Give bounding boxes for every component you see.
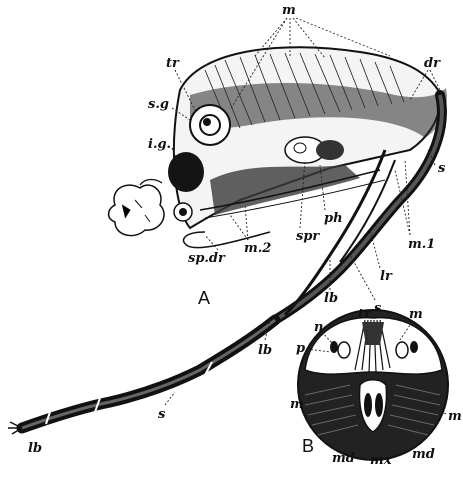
label-lr: lr: [380, 269, 393, 284]
label-b-tr: tr: [358, 307, 372, 322]
label-spdr: sp.dr: [188, 251, 226, 266]
label-b-n: n: [314, 320, 323, 335]
label-s-top: s: [438, 161, 446, 176]
label-lb-lower: lb: [258, 343, 272, 358]
label-dr: dr: [424, 56, 441, 71]
label-s-low: s: [158, 407, 166, 422]
label-b-md-right: md: [412, 447, 435, 462]
supra-ganglion: [190, 105, 230, 145]
label-b-m-left: m: [290, 397, 304, 412]
label-sg: s.g: [148, 97, 169, 112]
label-b-m-top: m: [409, 307, 423, 322]
labium-lower: [22, 320, 275, 428]
label-tr: tr: [166, 56, 180, 71]
infra-ganglion: [168, 152, 204, 192]
ventral-muscles: [210, 165, 360, 215]
label-ph: ph: [324, 211, 343, 226]
label-m1: m.1: [408, 237, 435, 252]
nerve-right: [396, 342, 408, 358]
label-b-m-right: m: [448, 409, 462, 424]
label-lb-tip: lb: [28, 441, 42, 456]
nerve-left: [330, 341, 338, 353]
figure-label-b: B: [302, 436, 314, 456]
nerve-right-b: [410, 341, 418, 353]
figure-label-a: A: [198, 288, 210, 308]
label-m-top: m: [282, 3, 296, 18]
label-b-mx: mx: [370, 453, 392, 468]
nerve-left-b: [338, 342, 350, 358]
label-m2: m.2: [244, 241, 271, 256]
pharynx: [285, 137, 344, 163]
label-b-md-left: md: [332, 451, 355, 466]
label-spr: spr: [296, 229, 320, 244]
label-lb-mid: lb: [324, 291, 338, 306]
label-b-p: p: [296, 341, 305, 356]
label-ig: i.g.: [148, 137, 171, 152]
